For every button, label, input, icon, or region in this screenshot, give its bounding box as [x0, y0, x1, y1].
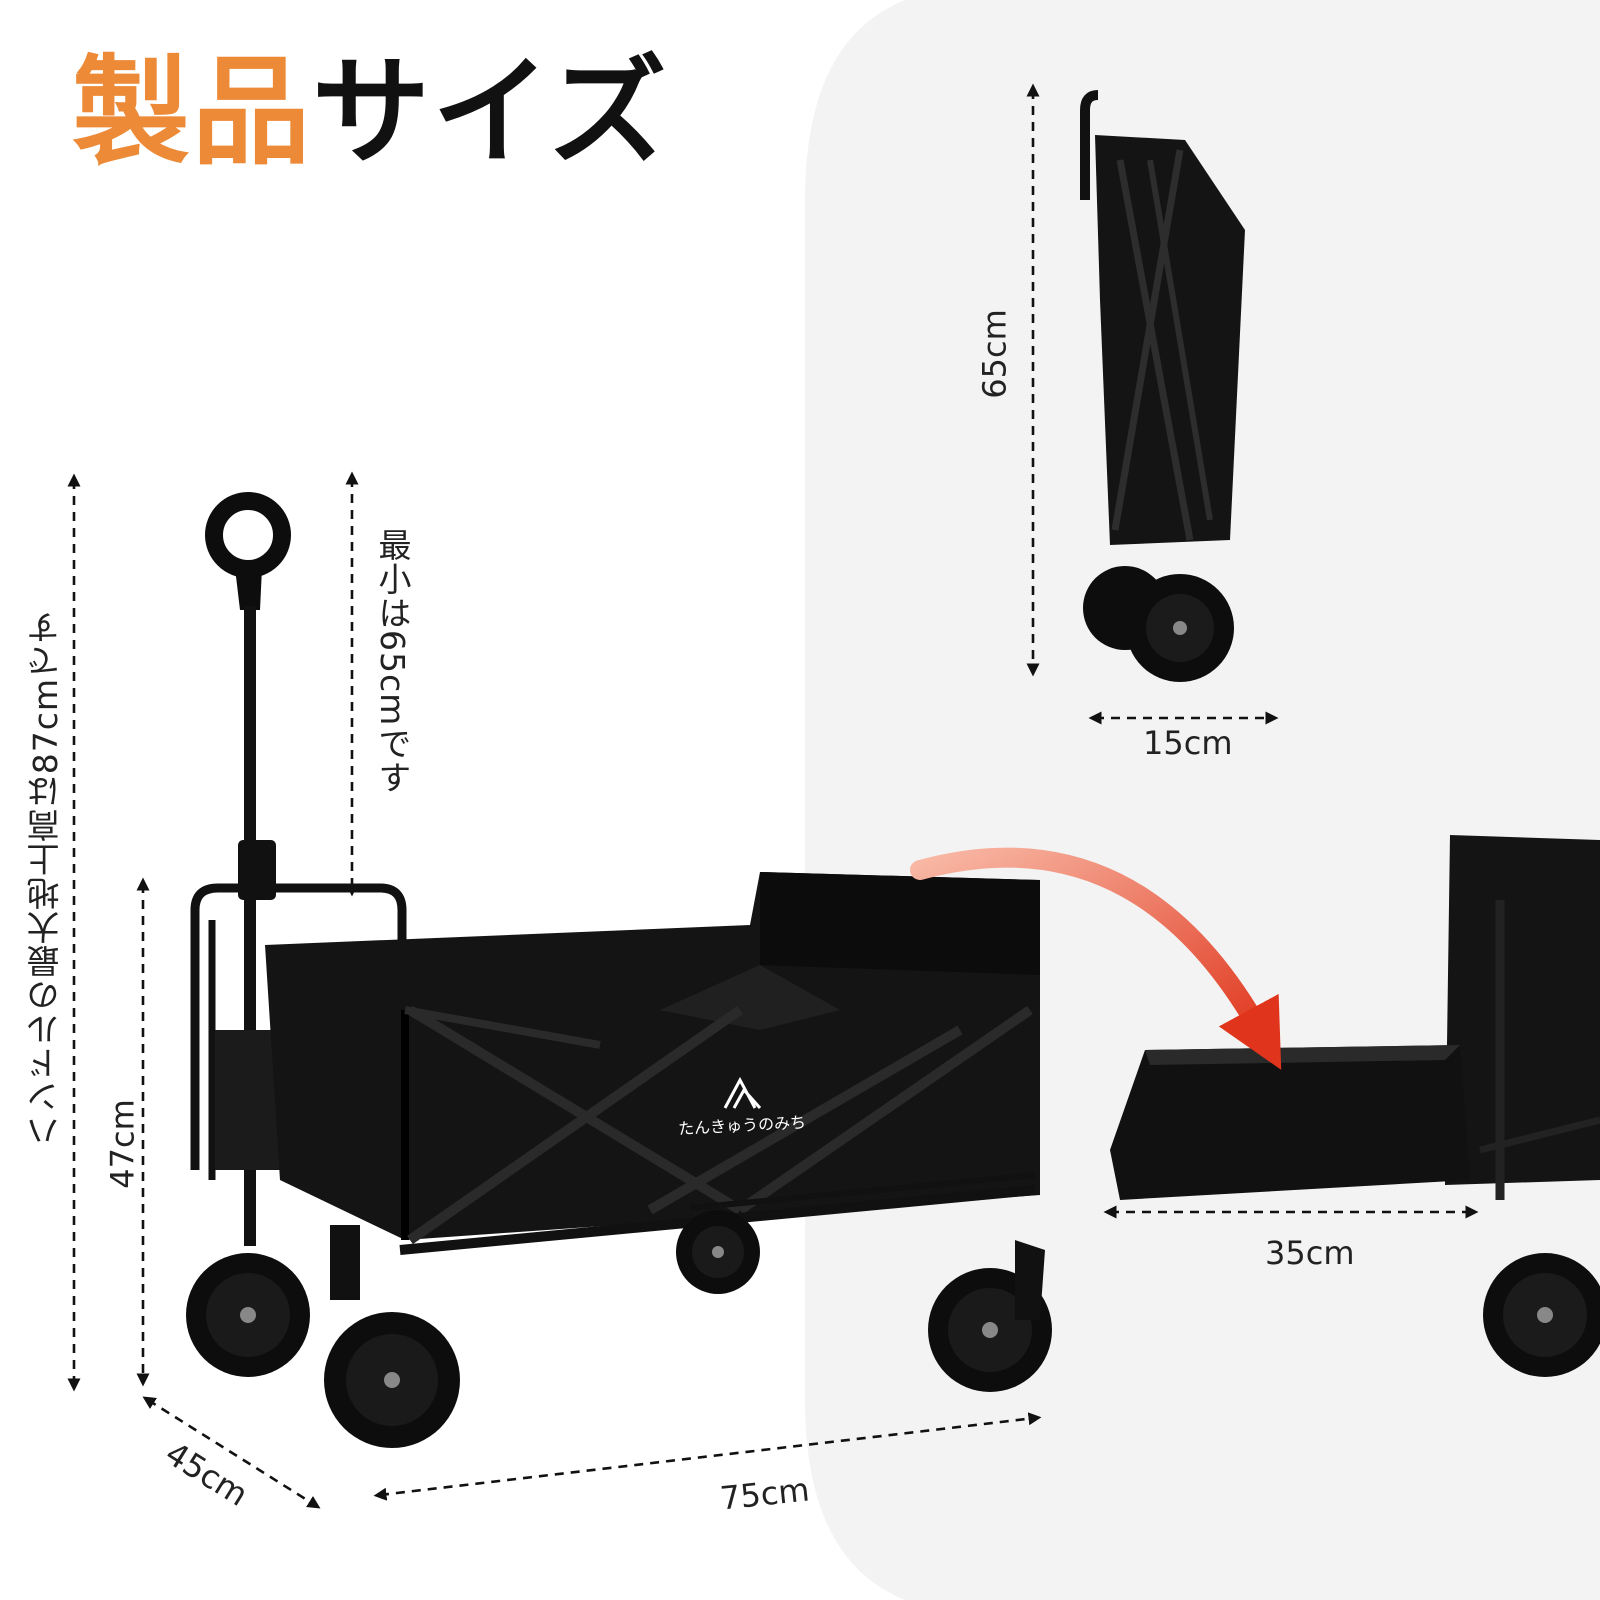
title-accent: 製品 — [72, 43, 313, 181]
label-folded-width: 15cm — [1143, 724, 1233, 762]
label-handle-max: ハンドルの最大地上高は87cmです — [26, 610, 65, 1149]
label-handle-min: 最小は65cmです — [373, 528, 412, 795]
label-tailgate: 35cm — [1265, 1234, 1355, 1272]
dim-line-depth — [142, 1396, 321, 1509]
fold-arrow — [910, 847, 1282, 1070]
label-height: 47cm — [103, 1099, 142, 1189]
label-folded-height: 65cm — [975, 309, 1014, 399]
tailgate-panel — [1110, 1045, 1470, 1200]
wheel-rear-right — [676, 1210, 760, 1294]
page-title: 製品サイズ — [72, 47, 668, 178]
tailgate-detail — [1110, 835, 1600, 1377]
dim-line-length — [373, 1412, 1042, 1501]
title-rest: サイズ — [312, 43, 669, 181]
wheel-rear-left — [186, 1253, 310, 1377]
wagon-illustration — [186, 492, 1052, 1448]
wheel-detail — [1483, 1253, 1600, 1377]
folded-wagon — [1080, 90, 1245, 682]
